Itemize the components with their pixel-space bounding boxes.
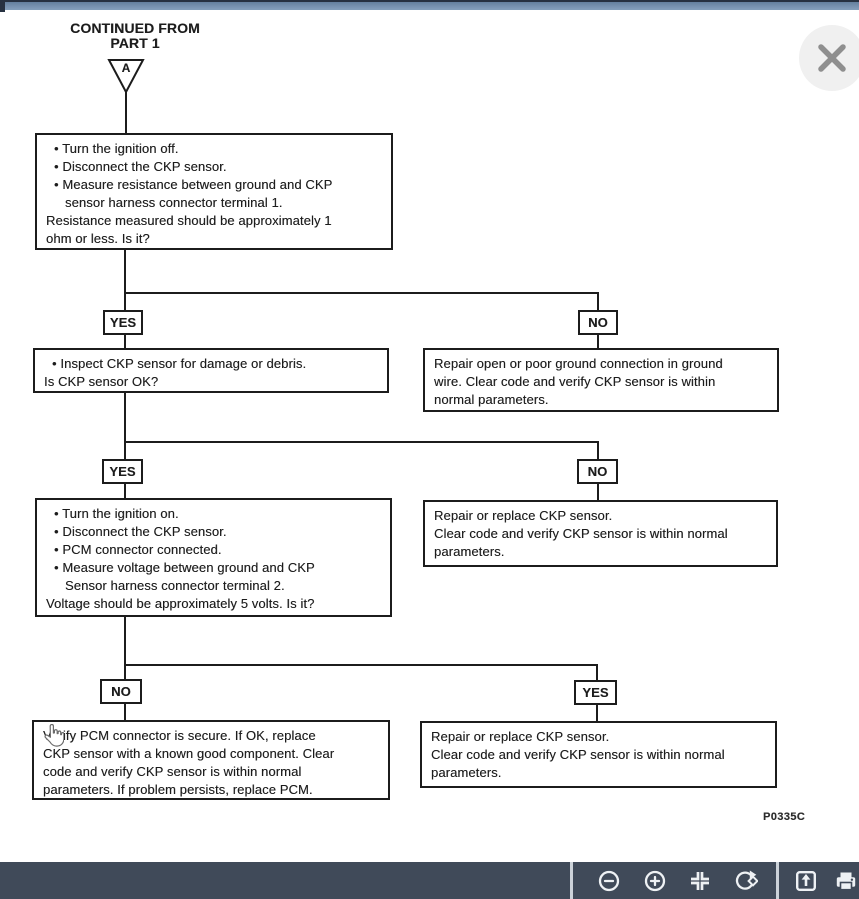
toolbar-divider bbox=[776, 862, 779, 899]
header-line: CONTINUED FROM bbox=[70, 20, 200, 36]
decision-label-no-3: NO bbox=[100, 679, 142, 704]
rotate-button[interactable] bbox=[728, 862, 764, 899]
flowchart-connectors bbox=[107, 59, 599, 722]
text-line: code and verify CKP sensor is within nor… bbox=[43, 764, 302, 779]
decision-label-yes-3: YES bbox=[574, 680, 617, 705]
decision-label-yes-1: YES bbox=[103, 310, 143, 335]
text-line: Clear code and verify CKP sensor is with… bbox=[431, 747, 725, 762]
zoom-in-icon bbox=[644, 870, 666, 891]
text-line: Sensor harness connector terminal 2. bbox=[65, 578, 285, 593]
print-button[interactable] bbox=[828, 862, 859, 899]
text-line: parameters. bbox=[431, 765, 502, 780]
pop-out-icon bbox=[796, 870, 817, 891]
text-line: • Measure resistance between ground and … bbox=[54, 177, 333, 192]
flow-box-result2: Repair or replace CKP sensor. Clear code… bbox=[423, 500, 778, 567]
viewer-toolbar bbox=[0, 862, 859, 899]
close-button[interactable] bbox=[799, 25, 859, 91]
text-line: • Disconnect the CKP sensor. bbox=[54, 524, 227, 539]
text-line: • Inspect CKP sensor for damage or debri… bbox=[52, 356, 307, 371]
toolbar-divider bbox=[570, 862, 573, 899]
zoom-in-button[interactable] bbox=[637, 862, 673, 899]
header-line: PART 1 bbox=[110, 35, 160, 51]
text-line: Repair or replace CKP sensor. bbox=[431, 729, 610, 744]
text-line: • Measure voltage between ground and CKP bbox=[54, 560, 315, 575]
entry-connector-triangle bbox=[107, 59, 145, 95]
continued-from-header: CONTINUED FROM PART 1 bbox=[63, 21, 207, 51]
text-line: • Turn the ignition off. bbox=[54, 141, 179, 156]
text-line: sensor harness connector terminal 1. bbox=[65, 195, 283, 210]
window-top-bar bbox=[0, 0, 859, 12]
flow-box-step3: • Turn the ignition on. • Disconnect the… bbox=[35, 498, 392, 617]
text-line: parameters. If problem persists, replace… bbox=[43, 782, 313, 797]
close-icon bbox=[818, 44, 846, 72]
decision-label-yes-2: YES bbox=[102, 459, 143, 484]
fit-to-screen-button[interactable] bbox=[682, 862, 718, 899]
text-line: Verify PCM connector is secure. If OK, r… bbox=[43, 728, 316, 743]
diagram-code-label: P0335C bbox=[763, 811, 806, 823]
decision-label-no-2: NO bbox=[577, 459, 618, 484]
zoom-out-button[interactable] bbox=[591, 862, 627, 899]
text-line: parameters. bbox=[434, 544, 505, 559]
flow-box-result3: Repair or replace CKP sensor. Clear code… bbox=[420, 721, 777, 788]
print-icon bbox=[836, 872, 856, 890]
text-line: wire. Clear code and verify CKP sensor i… bbox=[434, 374, 716, 389]
text-line: Repair or replace CKP sensor. bbox=[434, 508, 613, 523]
pop-out-button[interactable] bbox=[788, 862, 824, 899]
text-line: normal parameters. bbox=[434, 392, 549, 407]
text-line: • PCM connector connected. bbox=[54, 542, 222, 557]
flow-box-step2: • Inspect CKP sensor for damage or debri… bbox=[33, 348, 389, 393]
window-top-bar-edge bbox=[0, 2, 5, 12]
entry-connector-label: A bbox=[121, 61, 131, 75]
zoom-out-icon bbox=[598, 870, 620, 891]
text-line: Repair open or poor ground connection in… bbox=[434, 356, 723, 371]
decision-label-no-1: NO bbox=[578, 310, 618, 335]
text-line: Resistance measured should be approximat… bbox=[46, 213, 332, 228]
rotate-icon bbox=[735, 870, 758, 890]
text-line: • Disconnect the CKP sensor. bbox=[54, 159, 227, 174]
text-line: Is CKP sensor OK? bbox=[44, 374, 159, 389]
text-line: Voltage should be approximately 5 volts.… bbox=[46, 596, 315, 611]
text-line: ohm or less. Is it? bbox=[46, 231, 150, 246]
fit-to-screen-icon bbox=[691, 871, 709, 890]
text-line: • Turn the ignition on. bbox=[54, 506, 179, 521]
hand-pointer-cursor-icon bbox=[44, 724, 64, 747]
flow-box-step1: • Turn the ignition off. • Disconnect th… bbox=[35, 133, 393, 250]
text-line: Clear code and verify CKP sensor is with… bbox=[434, 526, 728, 541]
flow-box-step4: Verify PCM connector is secure. If OK, r… bbox=[32, 720, 390, 800]
flow-box-result1: Repair open or poor ground connection in… bbox=[423, 348, 779, 412]
text-line: CKP sensor with a known good component. … bbox=[43, 746, 335, 761]
connector-line bbox=[124, 92, 599, 722]
